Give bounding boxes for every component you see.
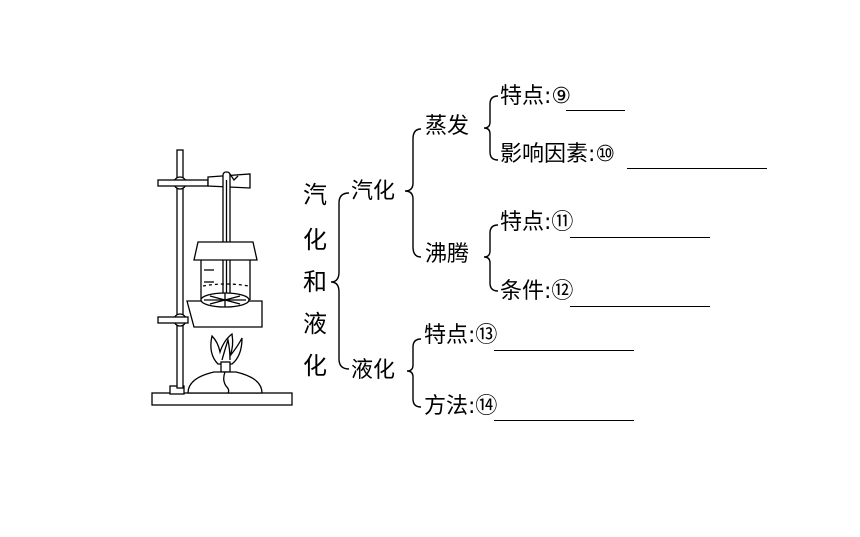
liquefaction-methods-label: 方法:⑭ (424, 394, 498, 419)
evaporation-label: 蒸发 (425, 114, 470, 139)
circled-number-11: ⑪ (551, 210, 574, 235)
boiling-label: 沸腾 (425, 242, 470, 267)
circled-number-14: ⑭ (475, 394, 498, 419)
root-brace (330, 192, 350, 370)
evaporation-features-label: 特点:⑨ (500, 84, 572, 109)
liquefaction-label: 液化 (351, 358, 396, 383)
vaporization-label: 汽化 (351, 179, 396, 204)
circled-number-9: ⑨ (551, 84, 572, 109)
root-char-3: 和 (303, 268, 327, 296)
boiling-brace (483, 224, 499, 292)
root-char-5: 化 (303, 352, 327, 380)
circled-number-12: ⑫ (551, 279, 574, 304)
answer-line-10 (627, 168, 767, 169)
beaker-lid (193, 241, 258, 261)
evaporation-factors-label: 影响因素:⑩ (500, 142, 616, 167)
evaporation-brace (483, 95, 499, 161)
liquefaction-brace (406, 338, 422, 408)
root-char-4: 液 (303, 310, 327, 338)
answer-line-12 (570, 306, 710, 307)
vaporization-brace (404, 128, 422, 258)
beaker (200, 260, 251, 300)
root-char-1: 汽 (303, 181, 327, 209)
answer-line-9 (566, 110, 625, 111)
boiling-conditions-label: 条件:⑫ (500, 279, 574, 304)
root-char-2: 化 (303, 226, 327, 254)
circled-number-10: ⑩ (595, 142, 616, 167)
stand-rod (176, 149, 184, 389)
answer-line-11 (570, 237, 710, 238)
circled-number-13: ⑬ (475, 323, 498, 348)
answer-line-14 (494, 420, 634, 421)
answer-line-13 (494, 350, 634, 351)
boiling-features-label: 特点:⑪ (500, 210, 574, 235)
liquefaction-features-label: 特点:⑬ (424, 323, 498, 348)
alcohol-lamp (187, 371, 263, 394)
